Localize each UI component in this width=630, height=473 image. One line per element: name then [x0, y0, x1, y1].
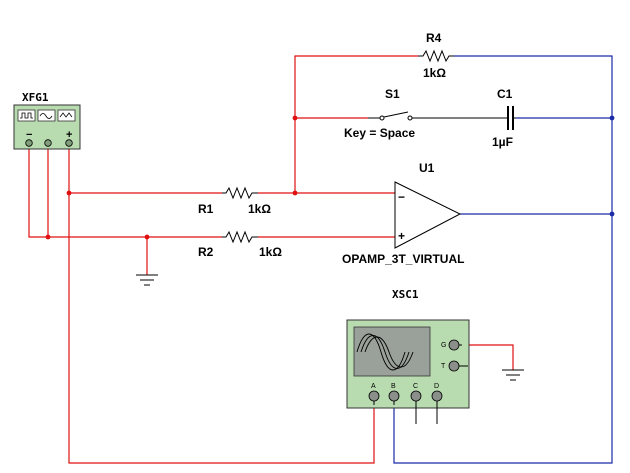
ground-symbol	[502, 369, 524, 381]
s1-ref-label: S1	[385, 87, 400, 101]
wire-r2-left	[28, 143, 222, 238]
scope-trace	[360, 335, 410, 369]
capacitor-c1[interactable]	[500, 106, 516, 130]
wire-to-scope-a	[68, 143, 375, 464]
sine-wave-icon	[39, 113, 53, 119]
function-generator-xfg1[interactable]	[13, 104, 81, 150]
r4-value-label: 1kΩ	[423, 66, 446, 80]
blue-wires	[393, 55, 613, 464]
scope-terminal-b[interactable]	[388, 390, 400, 402]
scope-terminal-a[interactable]	[368, 390, 380, 402]
xfg1-plus-label: +	[66, 129, 72, 141]
xfg1-minus-label: −	[26, 129, 32, 141]
c1-ref-label: C1	[497, 87, 513, 101]
junction-dots	[45, 115, 615, 240]
r2-value-label: 1kΩ	[259, 245, 282, 259]
opamp-minus-sign: −	[398, 190, 405, 204]
wire-r4-left	[294, 55, 418, 193]
wire-output-loop	[393, 55, 613, 464]
scope-terminal-t[interactable]	[448, 360, 460, 372]
scope-terminal-d[interactable]	[431, 390, 443, 402]
xsc1-ref-label: XSC1	[392, 288, 419, 301]
s1-key-label: Key = Space	[344, 126, 415, 140]
scope-label-b: B	[391, 383, 396, 390]
resistor-r1[interactable]	[222, 186, 258, 200]
terminal-negative[interactable]	[25, 139, 33, 147]
junction-dot	[292, 115, 298, 121]
c1-value-label: 1µF	[492, 135, 513, 149]
r1-value-label: 1kΩ	[248, 202, 271, 216]
scope-label-t: T	[441, 363, 446, 370]
junction-dot	[66, 190, 72, 196]
oscilloscope-xsc1[interactable]	[346, 319, 470, 424]
opamp-u1[interactable]	[394, 181, 462, 249]
ground-symbol	[136, 274, 158, 286]
scope-label-g: G	[441, 342, 446, 349]
scope-label-a: A	[371, 383, 376, 390]
square-wave-icon	[20, 112, 33, 119]
resistor-r4[interactable]	[418, 49, 454, 63]
switch-s1[interactable]	[368, 111, 500, 121]
scope-label-c: C	[413, 383, 418, 390]
u1-ref-label: U1	[419, 161, 435, 175]
opamp-plus-sign: +	[398, 229, 405, 243]
terminal-common[interactable]	[44, 139, 52, 147]
junction-dot	[144, 234, 150, 240]
junction-dot	[609, 211, 615, 217]
r4-ref-label: R4	[426, 31, 442, 45]
resistor-r2[interactable]	[222, 230, 258, 244]
scope-trace	[364, 336, 414, 368]
r2-ref-label: R2	[198, 245, 214, 259]
scope-screen	[353, 326, 431, 377]
red-wires	[28, 55, 514, 464]
junction-dot	[45, 234, 51, 240]
scope-label-d: D	[434, 383, 439, 390]
xfg1-ref-label: XFG1	[22, 91, 49, 104]
r1-ref-label: R1	[198, 202, 214, 216]
triangle-wave-icon	[59, 112, 73, 118]
scope-terminal-c[interactable]	[410, 390, 422, 402]
junction-dot	[609, 115, 615, 121]
wire-scope-g-ground	[462, 344, 514, 370]
u1-model-label: OPAMP_3T_VIRTUAL	[342, 252, 464, 266]
scope-terminal-g[interactable]	[448, 339, 460, 351]
junction-dot	[292, 190, 298, 196]
terminal-positive[interactable]	[65, 139, 73, 147]
